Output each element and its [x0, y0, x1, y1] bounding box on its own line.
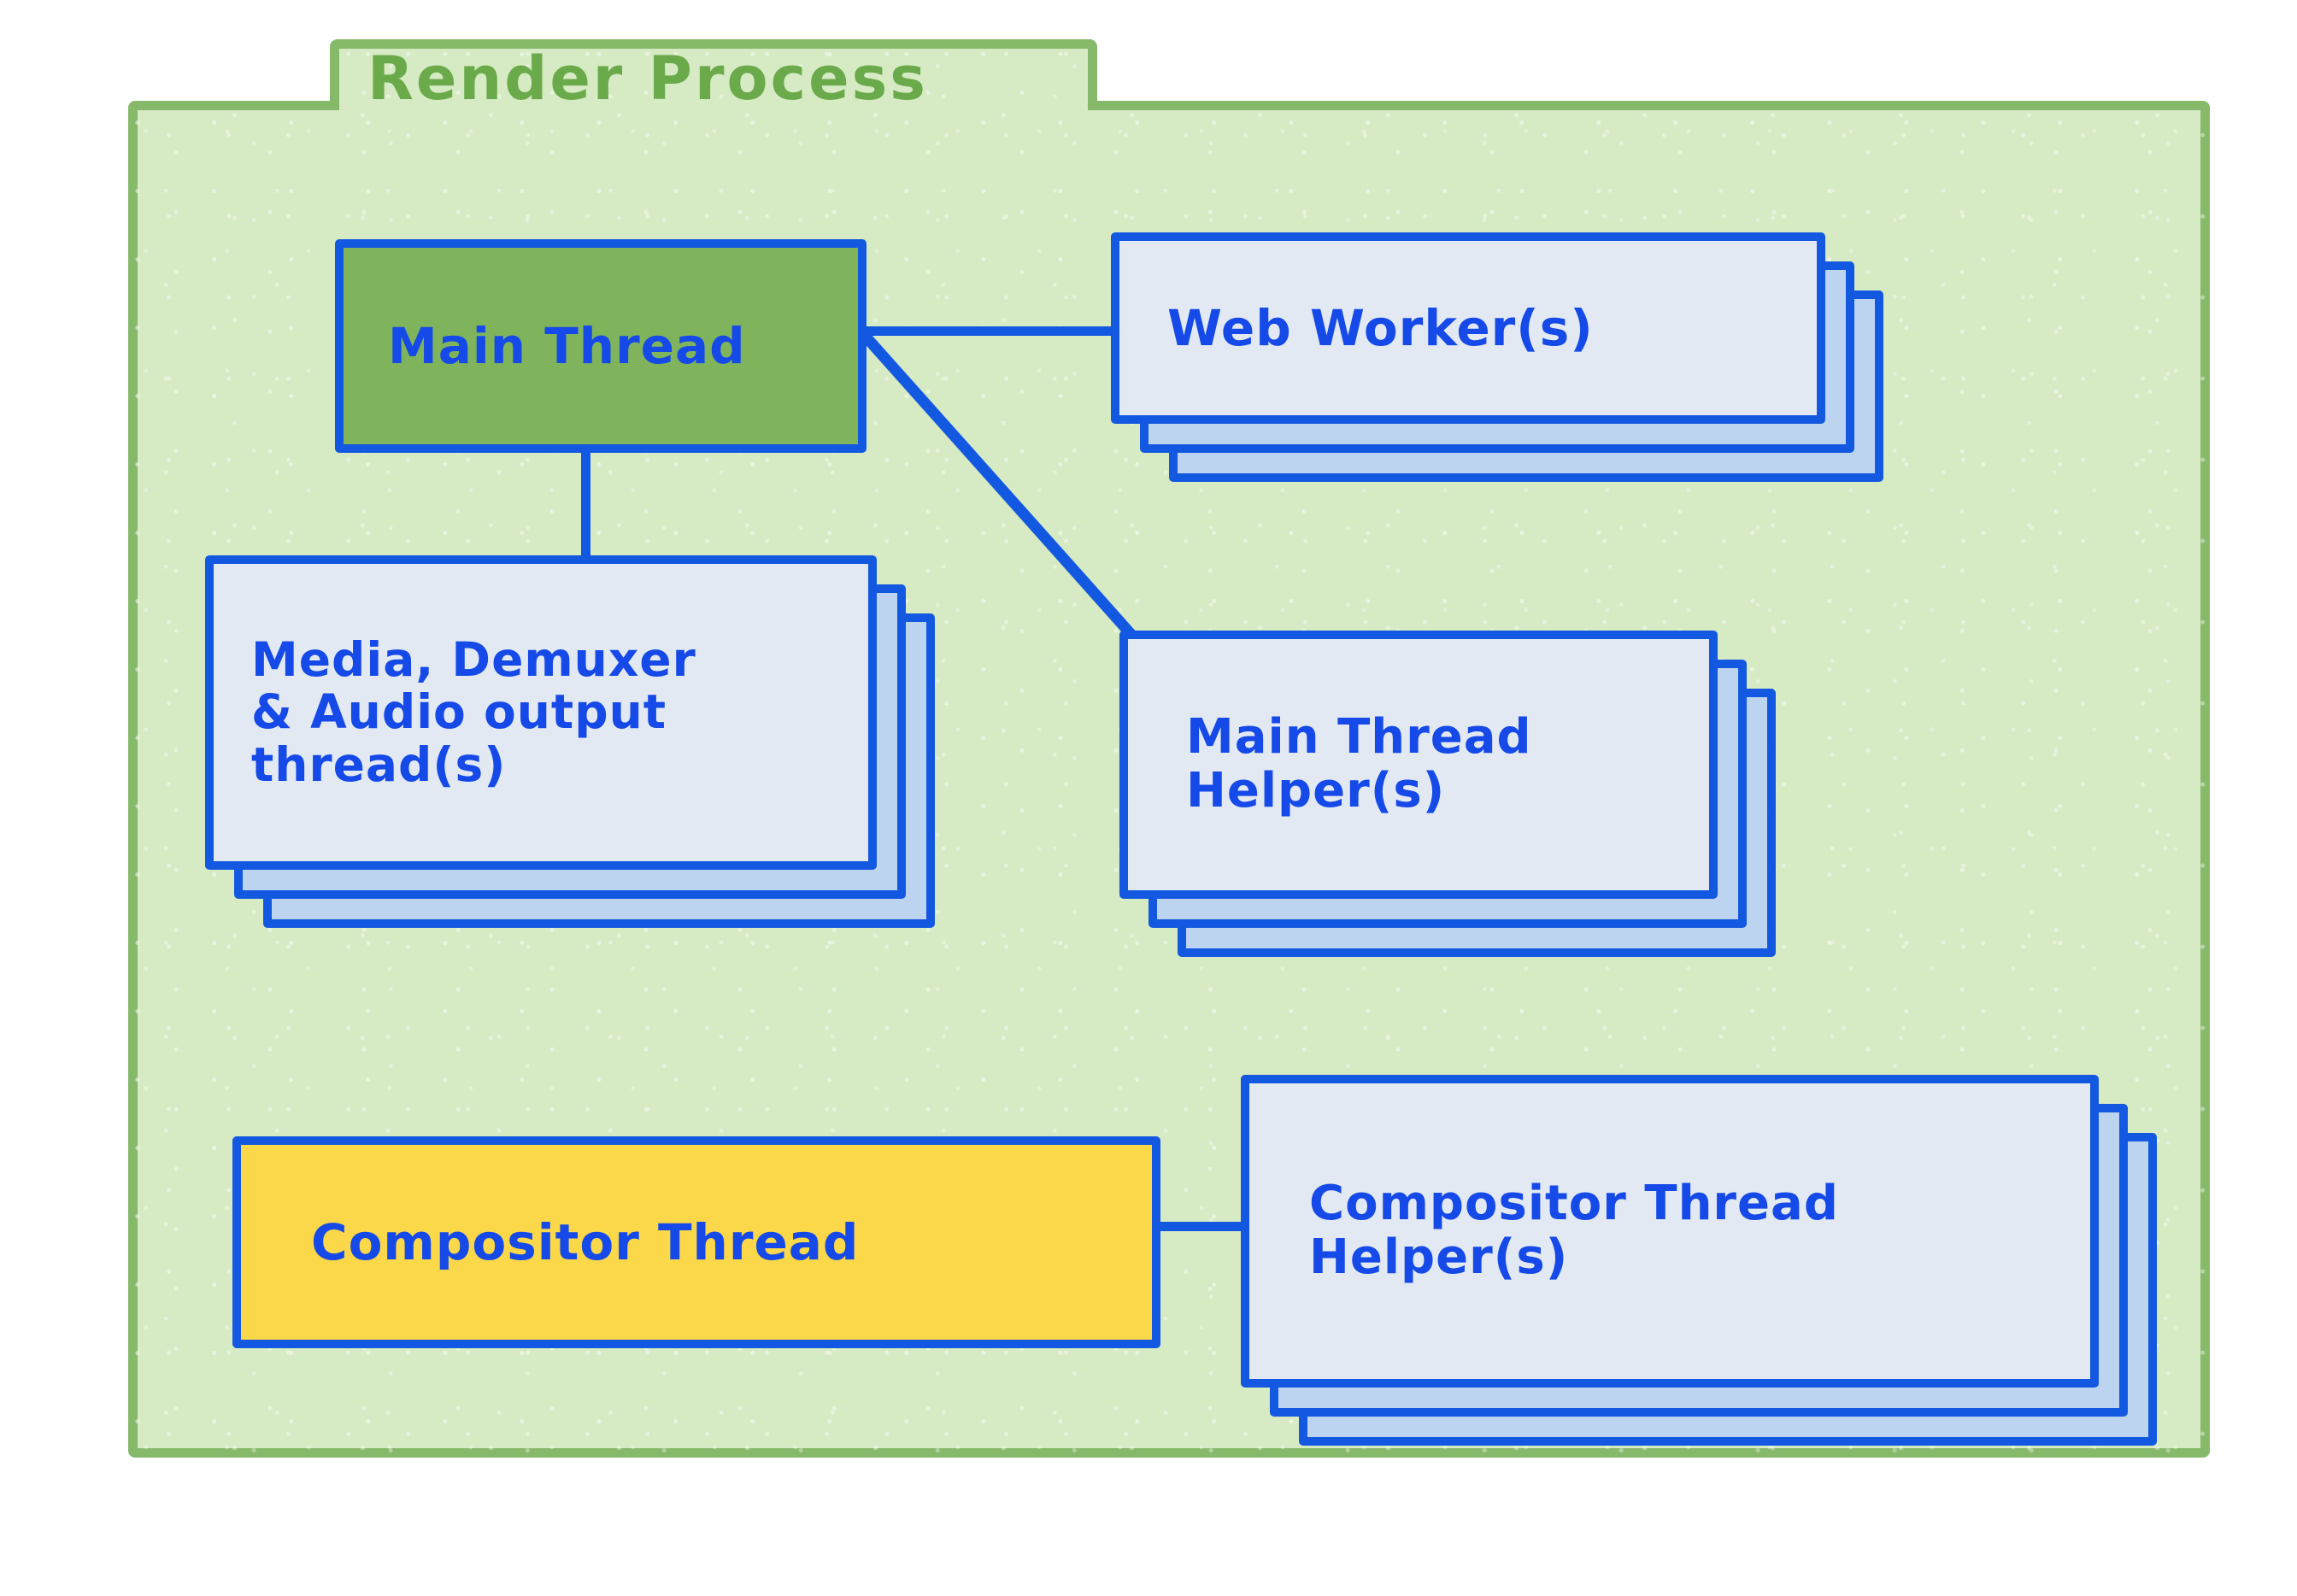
- node-compositor-thread-label: Compositor Thread: [311, 1212, 860, 1271]
- panel-tab-seam: [339, 94, 1088, 114]
- node-compositor-thread[interactable]: Compositor Thread: [232, 1136, 1160, 1348]
- render-process-title: Render Process: [367, 44, 928, 114]
- node-web-worker-label: Web Worker(s): [1167, 298, 1594, 357]
- node-compositor-thread-helper-label: Compositor Thread Helper(s): [1309, 1176, 1839, 1285]
- node-media-demuxer-audio-output-thread-label: Media, Demuxer & Audio output thread(s): [251, 631, 696, 792]
- node-media-demuxer-audio-output-thread[interactable]: Media, Demuxer & Audio output thread(s): [205, 555, 877, 870]
- edge-compositor-thread-to-helper: [1155, 1222, 1246, 1231]
- node-main-thread-label: Main Thread: [388, 316, 746, 375]
- node-main-thread-helper[interactable]: Main Thread Helper(s): [1119, 631, 1718, 899]
- node-compositor-thread-helper[interactable]: Compositor Thread Helper(s): [1241, 1075, 2099, 1388]
- node-main-thread[interactable]: Main Thread: [335, 239, 867, 453]
- edge-main-thread-to-main-thread-helper: [855, 325, 1145, 649]
- edge-main-thread-to-media-thread: [581, 448, 590, 560]
- edge-main-thread-to-web-worker: [863, 326, 1116, 336]
- node-web-worker[interactable]: Web Worker(s): [1111, 232, 1825, 424]
- node-main-thread-helper-label: Main Thread Helper(s): [1186, 709, 1532, 819]
